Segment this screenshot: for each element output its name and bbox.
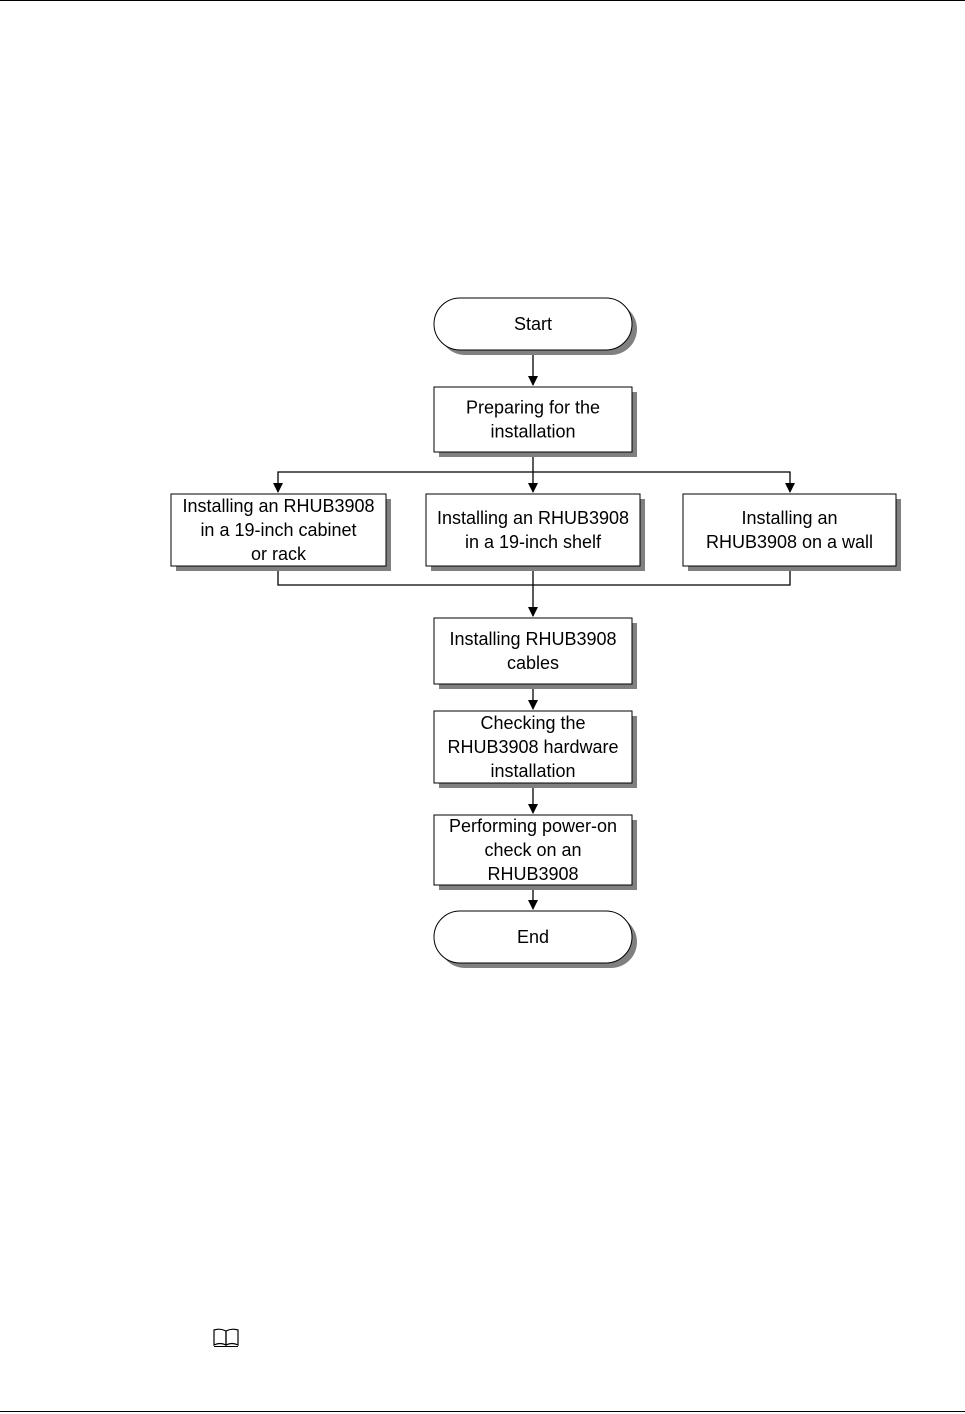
flow-node-end: End — [434, 911, 637, 968]
flow-node-start: Start — [434, 298, 637, 355]
node-label-line: Installing an RHUB3908 — [182, 496, 374, 516]
node-label-line: Start — [514, 314, 552, 334]
flow-node-wall: Installing an RHUB3908 on a wall — [683, 494, 901, 571]
node-label-line: RHUB3908 — [487, 864, 578, 884]
connector-prepare-cabinet — [278, 472, 533, 492]
book-icon — [213, 1328, 239, 1348]
node-label-line: Installing an — [741, 508, 837, 528]
process-box — [426, 494, 640, 566]
node-label-line: cables — [507, 653, 559, 673]
flow-node-poweron: Performing power-on check on an RHUB3908 — [434, 815, 637, 890]
connector-prepare-wall — [533, 472, 790, 492]
node-label-line: Performing power-on — [449, 816, 617, 836]
footer-rule — [0, 1411, 965, 1412]
process-box — [683, 494, 896, 566]
node-label-line: check on an — [484, 840, 581, 860]
node-label-line: Preparing for the — [466, 398, 600, 418]
node-label-line: installation — [490, 422, 575, 442]
flow-node-prepare: Preparing for the installation — [434, 387, 637, 457]
node-label-line: Checking the — [480, 713, 585, 733]
process-box — [434, 618, 632, 684]
node-label-line: RHUB3908 hardware — [447, 737, 618, 757]
node-label-line: Installing RHUB3908 — [449, 629, 616, 649]
node-label-line: in a 19-inch shelf — [465, 532, 602, 552]
flow-node-cables: Installing RHUB3908 cables — [434, 618, 637, 689]
node-label-line: RHUB3908 on a wall — [706, 532, 873, 552]
node-label-line: End — [517, 927, 549, 947]
node-label-line: installation — [490, 761, 575, 781]
flow-node-shelf: Installing an RHUB3908 in a 19-inch shelf — [426, 494, 645, 571]
flow-node-cabinet: Installing an RHUB3908 in a 19-inch cabin… — [171, 494, 391, 571]
node-label-line: in a 19-inch cabinet — [200, 520, 356, 540]
node-label-line: or rack — [251, 544, 307, 564]
node-label-line: Installing an RHUB3908 — [437, 508, 629, 528]
